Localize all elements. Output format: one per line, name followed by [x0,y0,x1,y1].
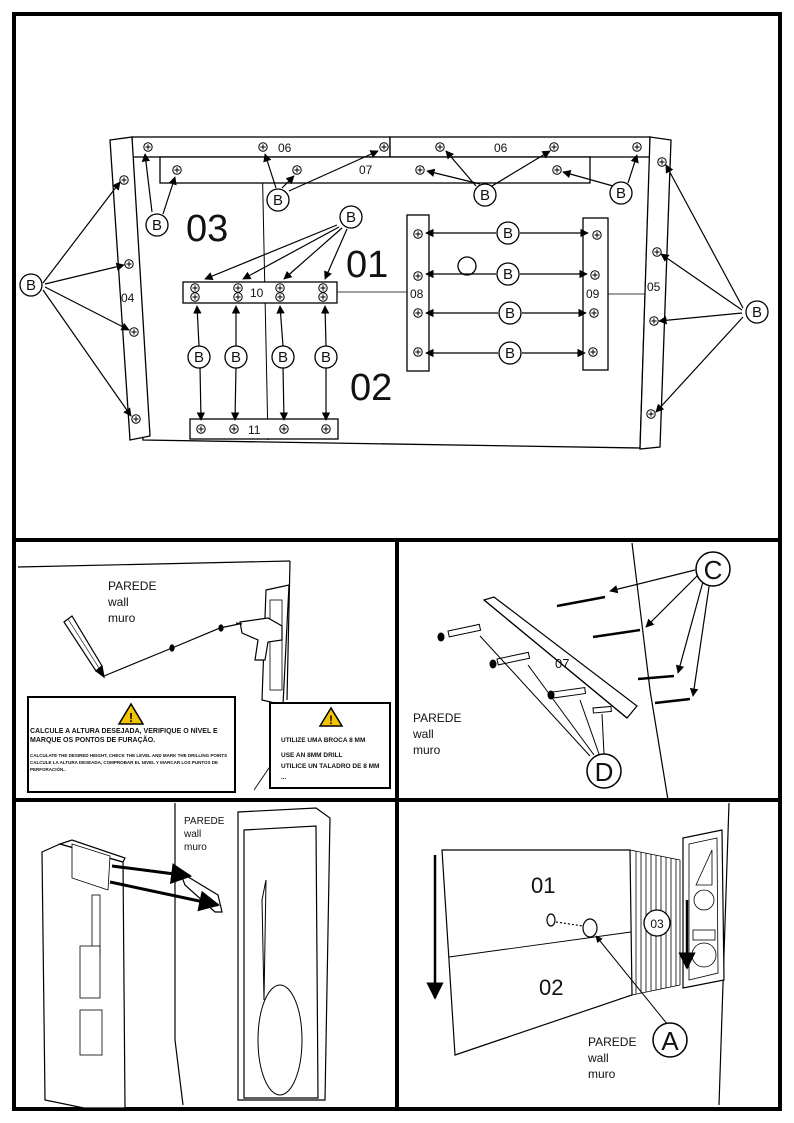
svg-text:B: B [273,192,283,209]
hang-wall-label: PAREDE wall muro [183,816,225,853]
svg-text:B: B [480,187,490,204]
dowels-d [437,623,612,714]
mount-wall-label: PAREDE wall muro [412,711,461,757]
slat-label-07: 07 [359,163,373,177]
hanging-scene [41,803,331,1109]
svg-text:B: B [616,185,626,202]
slat-label-05: 05 [647,280,661,294]
svg-text:muro: muro [413,743,441,757]
warning-icon: ! [318,706,344,727]
part-labels: 03 01 02 04 05 06 06 07 08 09 10 11 [121,141,661,437]
svg-text:PAREDE: PAREDE [588,1035,636,1049]
svg-text:B: B [505,345,515,362]
svg-text:B: B [503,266,513,283]
panel-borders [12,12,782,1111]
svg-text:B: B [152,217,162,234]
pencil-icon [63,615,105,679]
svg-text:PAREDE: PAREDE [413,711,461,725]
slat-label-04: 04 [121,291,135,305]
svg-text:B: B [194,349,204,366]
drill-note-es: UTILICE UN TALADRO DE 8 MM [281,763,379,770]
drill-note-extra: ... [281,774,287,781]
mount-arrows [609,569,711,697]
slat-06-right [389,136,651,158]
slat-label-06b: 06 [494,141,508,155]
svg-text:B: B [503,225,513,242]
drill-icon [235,617,283,661]
arrow-to-a [595,935,669,1026]
callouts-b [19,181,769,369]
svg-text:B: B [26,277,36,294]
wall-mount-scene [482,542,669,801]
assembly-arrows [42,150,744,421]
svg-text:PAREDE: PAREDE [108,579,156,593]
mount-slat-label: 07 [555,656,569,671]
warning-text-en: CALCULATE THE DESIRED HEIGHT, CHECK THE … [30,753,228,758]
svg-text:B: B [505,305,515,322]
callout-a [652,1022,688,1058]
slat-label-09: 09 [586,287,600,301]
drill-note-pt: UTILIZE UMA BROCA 8 MM [281,737,365,744]
svg-text:muro: muro [184,842,207,853]
slat-label-11: 11 [248,423,261,437]
svg-text:B: B [321,349,331,366]
panel-label-02: 02 [350,367,392,409]
svg-text:muro: muro [588,1067,616,1081]
slat-09 [582,217,609,371]
svg-text:B: B [752,304,762,321]
final-panel-02: 02 [539,975,563,1000]
callouts-b-labels: B B B B B B B B B B B B B B B [26,185,762,366]
final-wall-label: PAREDE wall muro [587,1035,636,1081]
final-panel-03-badge [643,909,671,937]
hanging-arrows [109,863,221,912]
svg-text:wall: wall [183,829,201,840]
svg-text:B: B [231,349,241,366]
mount-lines [479,635,605,757]
slat-07 [159,156,591,184]
svg-text:wall: wall [587,1051,609,1065]
svg-text:B: B [346,209,356,226]
warning-icon: ! [117,702,145,725]
slat-label-06a: 06 [278,141,292,155]
exploded-view [109,136,672,450]
svg-text:wall: wall [412,727,434,741]
hanger-hole [457,256,477,276]
callout-c [695,551,731,587]
callout-d-label: D [595,757,614,787]
final-scene [441,802,730,1106]
final-panel-01: 01 [531,873,555,898]
callout-a-label: A [661,1026,679,1056]
panel-label-01: 01 [346,244,388,286]
svg-text:!: ! [129,710,133,725]
slat-04 [109,136,151,441]
warning-text-pt: CALCULE A ALTURA DESEJADA, VERIFIQUE O N… [30,728,218,744]
screws-c [556,595,691,705]
svg-text:PAREDE: PAREDE [184,816,225,827]
svg-text:B: B [278,349,288,366]
callout-d [586,753,622,789]
slat-05 [639,136,672,450]
final-arrows [426,855,696,1000]
drill-wall-label: PAREDE wall muro [107,579,156,625]
drilling-scene [17,560,291,706]
svg-text:wall: wall [107,595,129,609]
final-panel-03: 03 [650,917,664,931]
slat-11 [189,418,339,440]
panel-label-03: 03 [186,208,228,250]
warning-box-drill [269,702,391,789]
slat-label-08: 08 [410,287,424,301]
slat-10 [182,281,338,304]
svg-text:muro: muro [108,611,136,625]
svg-text:!: ! [329,713,333,727]
drill-note-en: USE AN 8MM DRILL [281,752,343,759]
slat-label-10: 10 [250,286,264,300]
warning-text-es: CALCULE LA ALTURA DESEADA, COMPROBAR EL … [30,760,219,772]
slat-08 [406,214,430,372]
callout-c-label: C [704,555,723,585]
